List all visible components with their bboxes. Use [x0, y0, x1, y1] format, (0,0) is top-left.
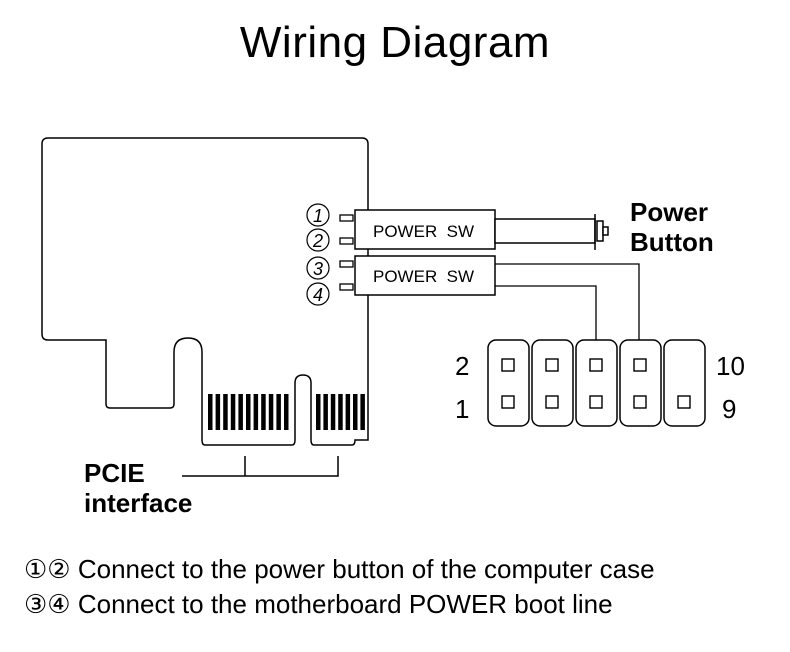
note-2-text: Connect to the motherboard POWER boot li…	[77, 589, 613, 619]
boot-line-wire-outer	[495, 263, 640, 360]
pcie-contact	[276, 394, 281, 430]
header-label-bottom-left: 1	[455, 394, 469, 424]
power-button-label: Power Button	[630, 197, 714, 257]
pin-label-2: 2	[312, 231, 323, 251]
pcie-contact	[360, 394, 365, 430]
pcie-contact	[246, 394, 251, 430]
motherboard-header	[487, 339, 706, 427]
note-boot-line: ③④ Connect to the motherboard POWER boot…	[24, 589, 613, 620]
power-button-label-line-1: Power	[630, 197, 709, 227]
pcie-contact	[353, 394, 358, 430]
note-1-text: Connect to the power button of the compu…	[77, 554, 655, 584]
pin-label-3: 3	[313, 259, 323, 279]
pcie-card-outline	[41, 137, 369, 446]
pcie-contacts-left	[208, 394, 289, 430]
pin-label-1: 1	[313, 206, 323, 226]
header-label-top-right: 10	[716, 351, 745, 381]
pin-markers: 1 2 3 4	[306, 203, 330, 306]
power-button-label-line-2: Button	[630, 227, 714, 257]
pcie-interface-label: PCIE interface	[84, 458, 192, 518]
header-pins	[501, 358, 691, 409]
page-title: Wiring Diagram	[239, 18, 551, 67]
power-sw-connector-2	[354, 255, 496, 296]
pcie-contact	[323, 394, 328, 430]
note-2-marks: ③④	[24, 589, 71, 619]
pin-label-4: 4	[313, 285, 323, 305]
boot-line-wire-inner	[495, 285, 597, 360]
power-sw-label-1: POWER SW	[373, 222, 474, 241]
pcie-contact	[338, 394, 343, 430]
pcie-label-line-1: PCIE	[84, 458, 145, 488]
pcie-contact	[345, 394, 351, 430]
pcie-contact	[215, 394, 221, 430]
note-case-button: ①② Connect to the power button of the co…	[24, 554, 655, 585]
header-label-bottom-right: 9	[722, 394, 736, 424]
pcie-contact	[316, 394, 321, 430]
pcie-contacts-right	[316, 394, 365, 430]
pcie-contact	[330, 394, 336, 430]
header-label-top-left: 2	[455, 351, 469, 381]
pcie-contact	[253, 394, 259, 430]
pcie-contact	[268, 394, 274, 430]
pcie-contact	[261, 394, 266, 430]
pcie-contact	[208, 394, 213, 430]
power-sw-connector-1	[354, 209, 496, 250]
power-button-cable	[494, 214, 609, 250]
pcie-pointer-line	[182, 456, 339, 477]
power-sw-label-2: POWER SW	[373, 267, 474, 286]
pcie-label-line-2: interface	[84, 488, 193, 518]
note-1-marks: ①②	[24, 554, 71, 584]
pin-stubs	[339, 214, 354, 291]
pcie-contact	[238, 394, 243, 430]
pcie-contact	[223, 394, 228, 430]
pcie-contact	[230, 394, 236, 430]
pcie-contact	[284, 394, 289, 430]
